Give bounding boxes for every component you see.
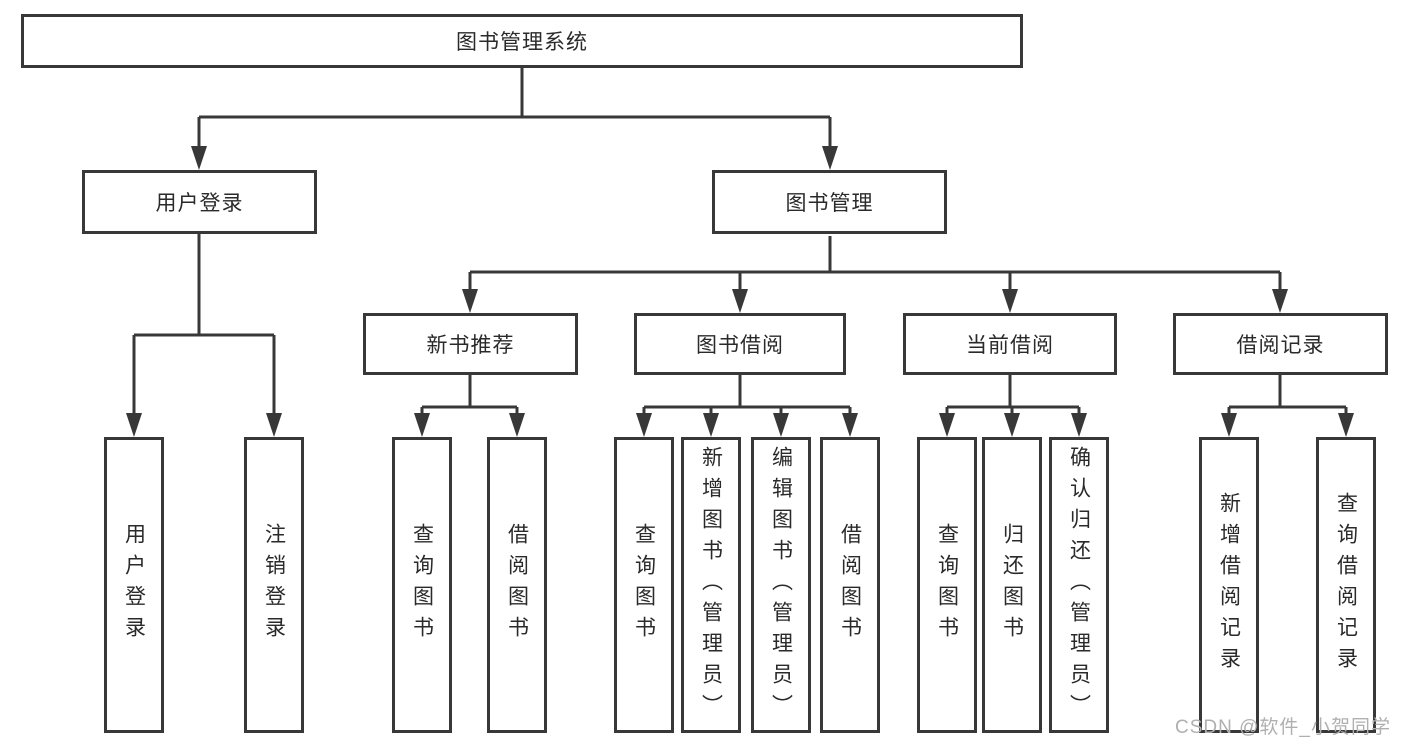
connector-current-borrow-children bbox=[945, 375, 1081, 419]
connector-book-mgmt-children bbox=[468, 236, 1282, 295]
node-book-management-system: 图书管理系统 bbox=[21, 14, 1023, 68]
node-label: 新书推荐 bbox=[426, 334, 515, 357]
leaf-add-book-admin: 新增图书（管理员） bbox=[681, 437, 741, 733]
leaf-label: 编辑图书（管理员） bbox=[769, 445, 793, 725]
node-borrowing-records: 借阅记录 bbox=[1173, 313, 1388, 375]
node-label: 图书管理系统 bbox=[456, 31, 588, 54]
leaf-confirm-return-admin: 确认归还（管理员） bbox=[1049, 437, 1109, 733]
node-current-borrowing: 当前借阅 bbox=[903, 313, 1117, 375]
node-book-borrowing: 图书借阅 bbox=[634, 313, 846, 375]
leaf-label: 注销登录 bbox=[262, 523, 286, 647]
node-user-login: 用户登录 bbox=[82, 170, 317, 234]
connector-borrow-records-children bbox=[1227, 375, 1348, 419]
connector-user-login-children bbox=[132, 234, 276, 419]
leaf-query-borrow-record: 查询借阅记录 bbox=[1316, 437, 1376, 733]
node-book-management: 图书管理 bbox=[712, 170, 947, 234]
leaf-label: 新增借阅记录 bbox=[1217, 492, 1241, 678]
leaf-borrow-books: 借阅图书 bbox=[820, 437, 880, 733]
leaf-label: 查询图书 bbox=[935, 523, 959, 647]
connector-new-book-rec-children bbox=[420, 375, 519, 419]
leaf-borrow-books-recommend: 借阅图书 bbox=[487, 437, 547, 733]
leaf-label: 归还图书 bbox=[1000, 523, 1024, 647]
node-new-book-recommend: 新书推荐 bbox=[363, 313, 578, 375]
node-label: 图书借阅 bbox=[696, 334, 784, 357]
node-label: 借阅记录 bbox=[1236, 334, 1325, 357]
leaf-label: 新增图书（管理员） bbox=[699, 445, 723, 725]
node-label: 图书管理 bbox=[785, 192, 874, 215]
leaf-label: 借阅图书 bbox=[838, 523, 862, 647]
leaf-logout: 注销登录 bbox=[244, 437, 304, 733]
leaf-label: 确认归还（管理员） bbox=[1067, 445, 1091, 725]
leaf-label: 查询图书 bbox=[410, 523, 434, 647]
leaf-label: 查询图书 bbox=[632, 523, 656, 647]
csdn-watermark: CSDN @软件_小贺同学 bbox=[1175, 717, 1391, 738]
leaf-label: 查询借阅记录 bbox=[1334, 492, 1358, 678]
leaf-add-borrow-record: 新增借阅记录 bbox=[1199, 437, 1259, 733]
leaf-label: 借阅图书 bbox=[505, 523, 529, 647]
leaf-query-books-borrowing: 查询图书 bbox=[614, 437, 674, 733]
leaf-user-login: 用户登录 bbox=[104, 437, 164, 733]
leaf-return-book: 归还图书 bbox=[982, 437, 1042, 733]
connector-book-borrow-children bbox=[642, 375, 852, 419]
node-label: 当前借阅 bbox=[966, 334, 1054, 357]
leaf-edit-book-admin: 编辑图书（管理员） bbox=[751, 437, 811, 733]
leaf-query-books-recommend: 查询图书 bbox=[392, 437, 452, 733]
leaf-label: 用户登录 bbox=[122, 523, 146, 647]
leaf-query-books-current: 查询图书 bbox=[917, 437, 977, 733]
node-label: 用户登录 bbox=[155, 192, 244, 215]
connector-root-to-level2 bbox=[197, 68, 832, 152]
